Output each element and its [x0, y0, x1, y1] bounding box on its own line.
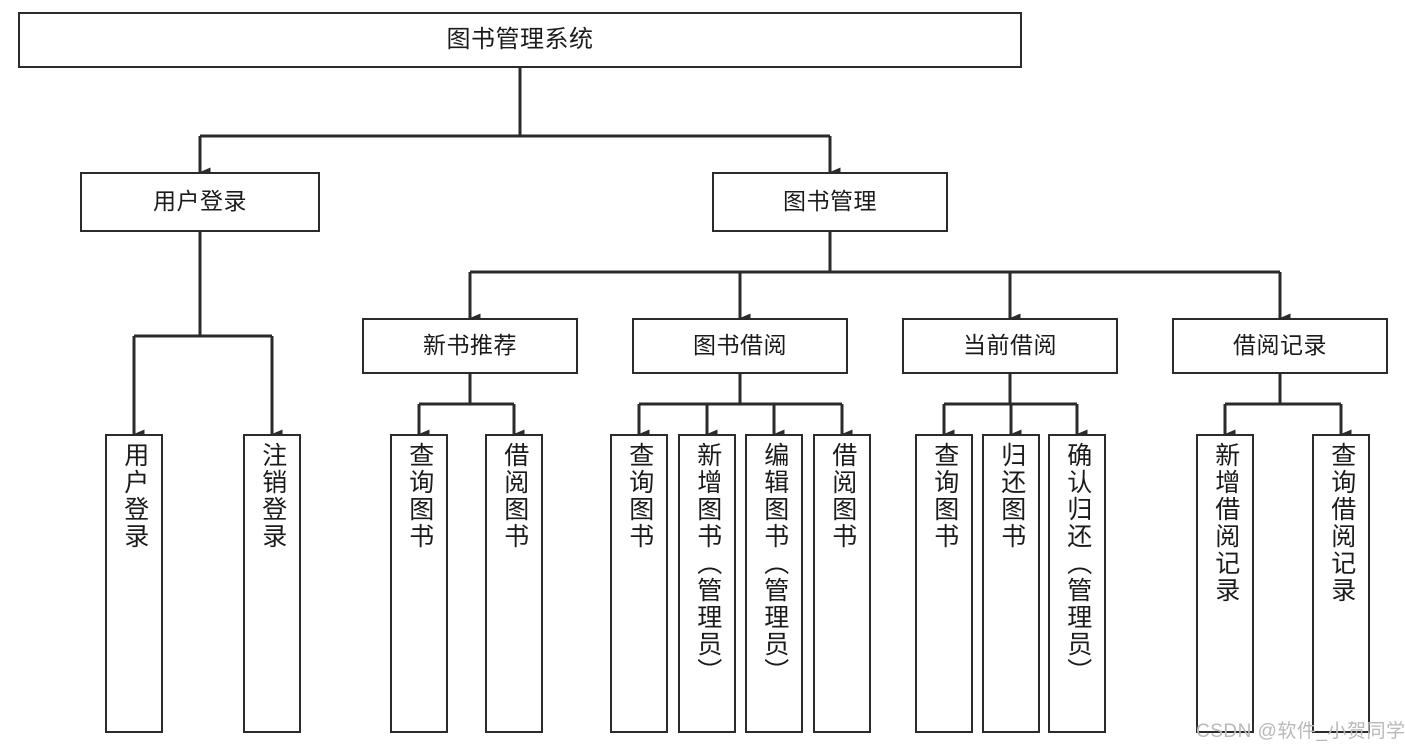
node-c-confirm[interactable]: 确认归还（管理员） — [1048, 434, 1106, 733]
node-label: 当前借阅 — [963, 332, 1057, 359]
node-label: 编辑图书（管理员） — [760, 442, 789, 685]
node-b-query[interactable]: 查询图书 — [610, 434, 668, 733]
node-label: 确认归还（管理员） — [1063, 442, 1092, 685]
node-label: 借阅图书 — [500, 442, 529, 550]
node-label: 图书借阅 — [693, 332, 787, 359]
node-n-borrow[interactable]: 借阅图书 — [485, 434, 543, 733]
edge-group — [132, 68, 1352, 439]
node-label: 新书推荐 — [423, 332, 517, 359]
node-c-return[interactable]: 归还图书 — [982, 434, 1040, 733]
node-label: 查询借阅记录 — [1327, 442, 1356, 604]
node-n-query[interactable]: 查询图书 — [390, 434, 448, 733]
node-bookmgmt[interactable]: 图书管理 — [712, 172, 948, 232]
node-label: 借阅图书 — [828, 442, 857, 550]
node-b-lend[interactable]: 借阅图书 — [813, 434, 871, 733]
node-label: 图书管理系统 — [446, 25, 594, 53]
node-b-edit[interactable]: 编辑图书（管理员） — [745, 434, 803, 733]
node-login[interactable]: 用户登录 — [80, 172, 320, 232]
node-current[interactable]: 当前借阅 — [902, 318, 1118, 374]
node-label: 注销登录 — [258, 442, 287, 550]
node-label: 查询图书 — [625, 442, 654, 550]
node-label: 查询图书 — [930, 442, 959, 550]
node-root[interactable]: 图书管理系统 — [18, 12, 1022, 68]
node-label: 新增图书（管理员） — [693, 442, 722, 685]
node-label: 查询图书 — [405, 442, 434, 550]
node-label: 借阅记录 — [1233, 332, 1327, 359]
node-label: 图书管理 — [783, 188, 877, 215]
node-records[interactable]: 借阅记录 — [1172, 318, 1388, 374]
node-label: 用户登录 — [120, 442, 149, 550]
node-borrow[interactable]: 图书借阅 — [632, 318, 848, 374]
node-r-query[interactable]: 查询借阅记录 — [1312, 434, 1370, 733]
node-r-add[interactable]: 新增借阅记录 — [1196, 434, 1254, 733]
node-l-logout[interactable]: 注销登录 — [243, 434, 301, 733]
node-label: 归还图书 — [997, 442, 1026, 550]
node-label: 新增借阅记录 — [1211, 442, 1240, 604]
csdn-watermark: CSDN @软件_小贺同学 — [1196, 721, 1405, 742]
node-b-add[interactable]: 新增图书（管理员） — [678, 434, 736, 733]
node-newbook[interactable]: 新书推荐 — [362, 318, 578, 374]
node-c-query[interactable]: 查询图书 — [915, 434, 973, 733]
node-l-login[interactable]: 用户登录 — [105, 434, 163, 733]
node-label: 用户登录 — [153, 188, 247, 215]
